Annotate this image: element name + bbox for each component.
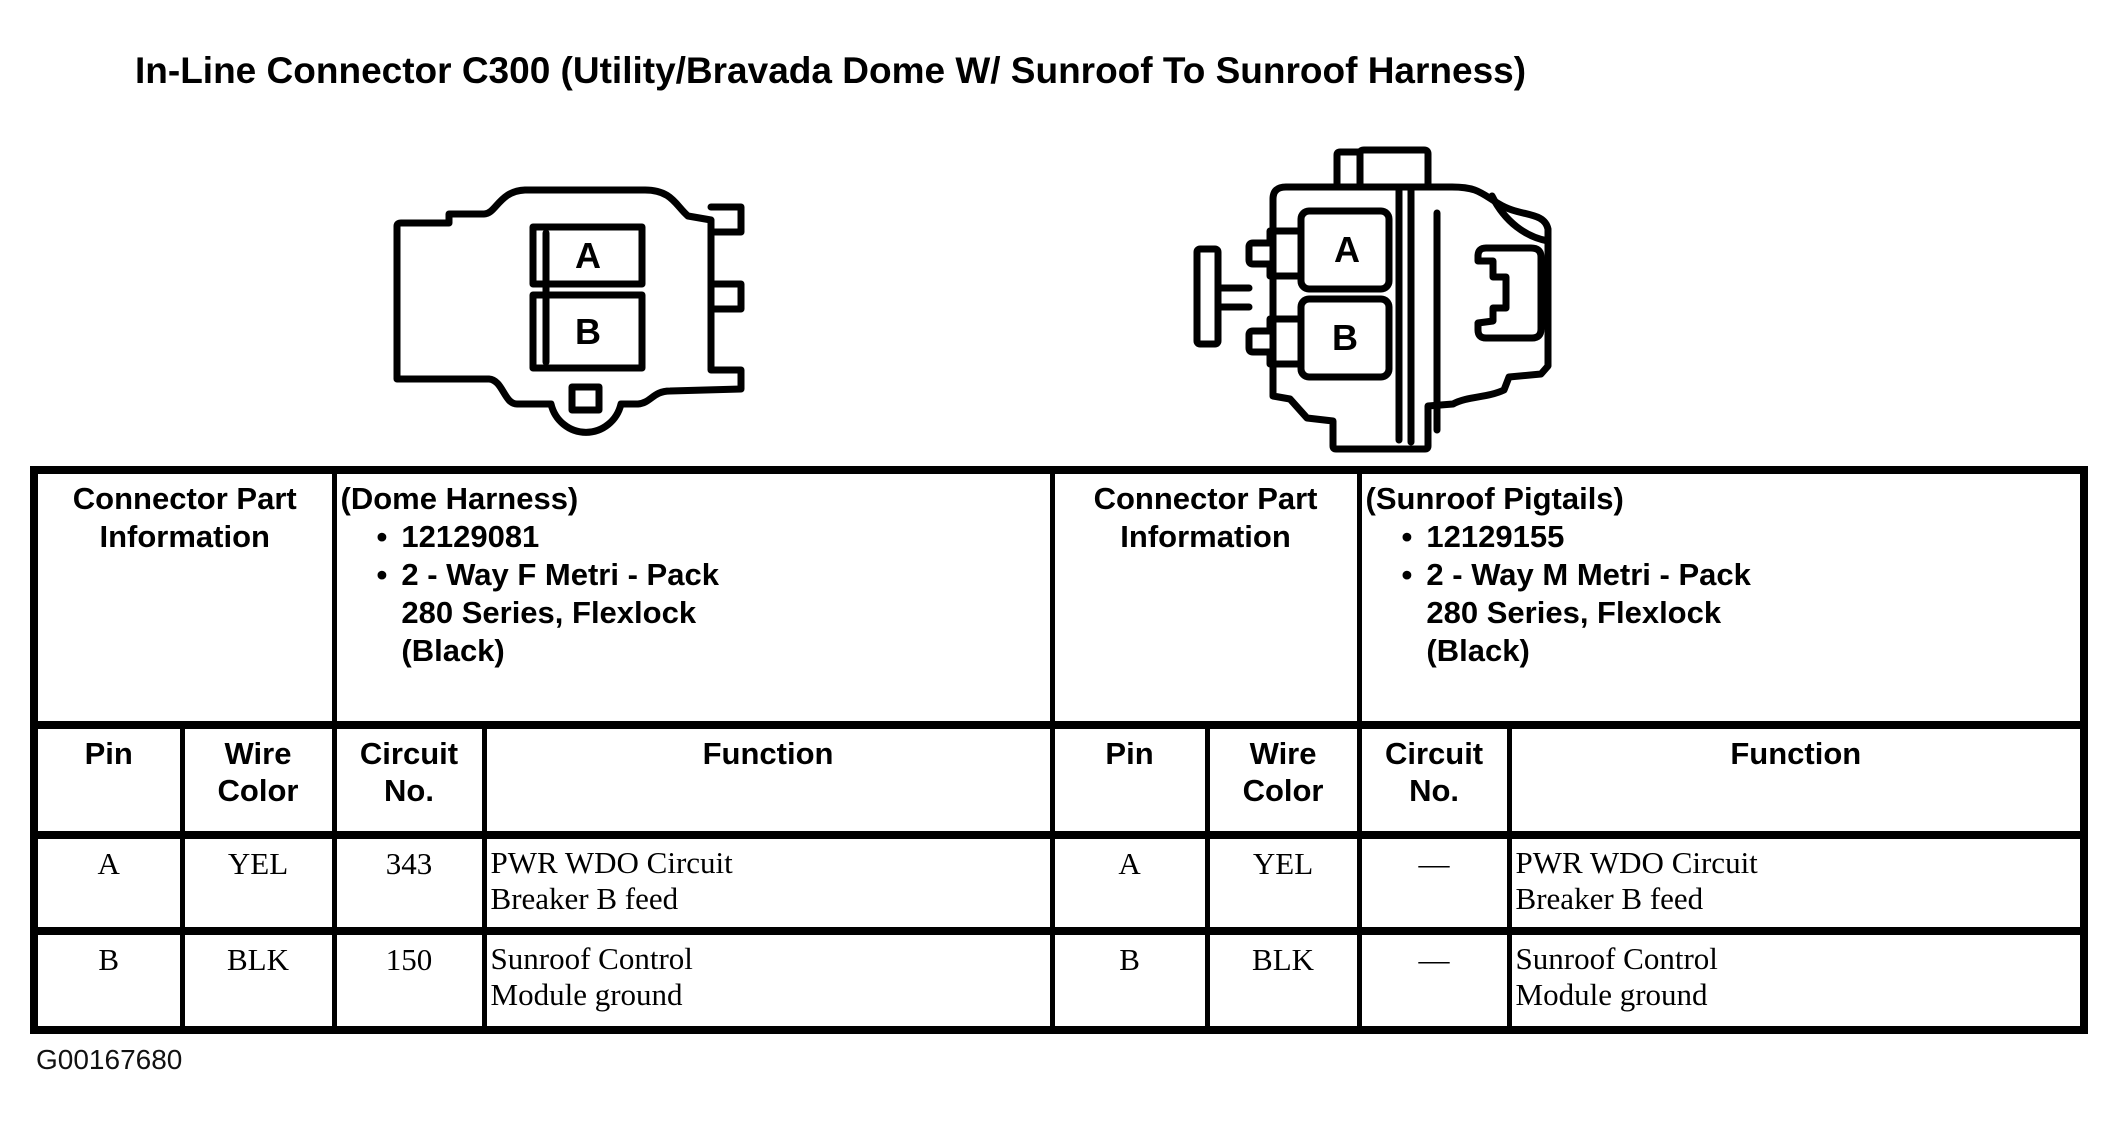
circuit-no-cell: 150 [331, 927, 487, 1034]
pin-cell: A [1049, 831, 1210, 935]
page-title: In-Line Connector C300 (Utility/Bravada … [135, 50, 1527, 91]
pin-header-left: Pin [31, 721, 185, 839]
function-header-right: Function [1506, 721, 2087, 839]
connector-diagrams: A B A B [393, 146, 1552, 453]
wire-color-cell: BLK [1204, 927, 1362, 1034]
circuit-no-header-right: Circuit No. [1356, 721, 1512, 839]
wire-color-header-left: Wire Color [179, 721, 337, 839]
figure-code: G00167680 [36, 1044, 183, 1075]
left-pin-b-label: B [575, 311, 601, 352]
pin-cell: A [31, 831, 185, 935]
harness-bullet: 12129155 [1366, 518, 2077, 556]
circuit-no-cell: — [1356, 831, 1512, 935]
right-pin-b-label: B [1332, 317, 1358, 358]
right-pin-a-label: A [1334, 229, 1360, 270]
pin-header-right: Pin [1049, 721, 1210, 839]
harness-bullet: 12129081 [341, 518, 1046, 556]
wire-color-header-right: Wire Color [1204, 721, 1362, 839]
harness-info-right: (Sunroof Pigtails) 12129155 2 - Way M Me… [1356, 466, 2087, 729]
pin-cell: B [31, 927, 185, 1034]
circuit-no-cell: 343 [331, 831, 487, 935]
function-header-left: Function [481, 721, 1055, 839]
circuit-no-cell: — [1356, 927, 1512, 1034]
circuit-no-header-left: Circuit No. [331, 721, 487, 839]
wire-color-cell: BLK [179, 927, 337, 1034]
harness-title-left: (Dome Harness) [340, 481, 579, 516]
sunroof-pigtail-connector-drawing: A B [1193, 146, 1552, 453]
harness-title-right: (Sunroof Pigtails) [1365, 481, 1624, 516]
wire-color-cell: YEL [1204, 831, 1362, 935]
dome-harness-connector-drawing: A B [393, 186, 745, 436]
column-header-row: Pin Wire Color Circuit No. Function Pin … [31, 721, 2087, 839]
wire-color-cell: YEL [179, 831, 337, 935]
pin-cell: B [1049, 927, 1210, 1034]
left-pin-a-label: A [575, 235, 601, 276]
harness-info-left: (Dome Harness) 12129081 2 - Way F Metri … [331, 466, 1055, 729]
